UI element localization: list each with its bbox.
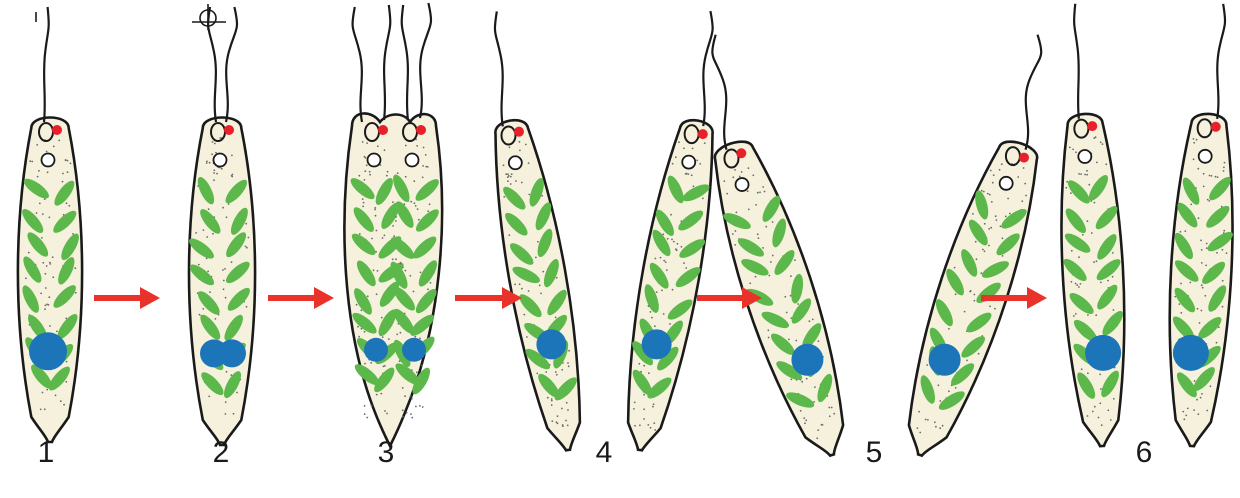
nucleus-5a-0 <box>791 344 823 376</box>
eyespot-4a <box>514 127 524 137</box>
stage-label-1: 1 <box>26 436 66 470</box>
flagellum-5a-0 <box>712 35 726 150</box>
eyespot-3a <box>378 125 388 135</box>
eyespot-5a <box>736 148 746 158</box>
eyespot-4b <box>698 129 708 139</box>
contractile-vacuole-1 <box>42 154 55 167</box>
flagellum-3-0 <box>353 7 362 122</box>
contractile-vacuole-4a <box>509 156 522 169</box>
eyespot-6b <box>1211 122 1221 132</box>
flagellum-3-3 <box>420 3 431 118</box>
flagellum-4a-0 <box>495 11 503 126</box>
eyespot-3b <box>416 125 426 135</box>
cell-4a <box>495 11 580 450</box>
cell-membrane-4a <box>495 120 580 450</box>
contractile-vacuole-3a <box>368 154 381 167</box>
cell-4b <box>628 11 713 450</box>
nucleus-3b-0 <box>402 338 426 362</box>
contractile-vacuole-2 <box>214 154 227 167</box>
eyespot-1 <box>52 125 62 135</box>
flagellum-1-0 <box>44 7 49 122</box>
cell-6b <box>1170 4 1236 446</box>
contractile-vacuole-5a <box>736 178 749 191</box>
cell-6a <box>1060 4 1126 446</box>
cell-membrane-4b <box>628 120 713 450</box>
eyespot-2 <box>224 125 234 135</box>
flagellum-3-1 <box>384 5 390 120</box>
cell-1 <box>18 7 82 442</box>
flagellum-6b-0 <box>1217 4 1225 119</box>
contractile-vacuole-6a <box>1078 150 1091 163</box>
cell-3 <box>344 3 442 446</box>
nucleus-2-1 <box>218 339 246 367</box>
stage-label-4: 4 <box>584 436 624 470</box>
contractile-vacuole-4b <box>682 156 695 169</box>
contractile-vacuole-5b <box>1000 177 1013 190</box>
cell-2 <box>186 7 255 445</box>
nucleus-6b-0 <box>1173 335 1209 371</box>
flagellum-3-2 <box>402 5 408 120</box>
flagellum-6a-0 <box>1074 4 1079 119</box>
nucleus-6a-0 <box>1085 335 1121 371</box>
contractile-vacuole-3b <box>406 154 419 167</box>
stage-label-3: 3 <box>366 436 406 470</box>
stage-label-6: 6 <box>1124 436 1164 470</box>
nucleus-4a-0 <box>536 329 566 359</box>
nucleus-4b-0 <box>642 329 672 359</box>
stage-label-2: 2 <box>201 436 241 470</box>
nucleus-1-0 <box>29 332 67 370</box>
stage-label-5: 5 <box>854 436 894 470</box>
eyespot-5b <box>1019 153 1029 163</box>
cell-5b <box>909 35 1041 456</box>
arrow-right-icon-2 <box>268 287 334 309</box>
flagellum-5b-0 <box>1026 35 1042 150</box>
contractile-vacuole-6b <box>1199 150 1212 163</box>
flagellum-4b-0 <box>703 11 712 126</box>
cell-5a <box>712 35 843 456</box>
arrow-right-icon-1 <box>94 287 160 309</box>
nucleus-5b-0 <box>929 344 961 376</box>
eyespot-6a <box>1087 121 1097 131</box>
flagellum-2-1 <box>226 7 237 122</box>
nucleus-3a-0 <box>364 338 388 362</box>
